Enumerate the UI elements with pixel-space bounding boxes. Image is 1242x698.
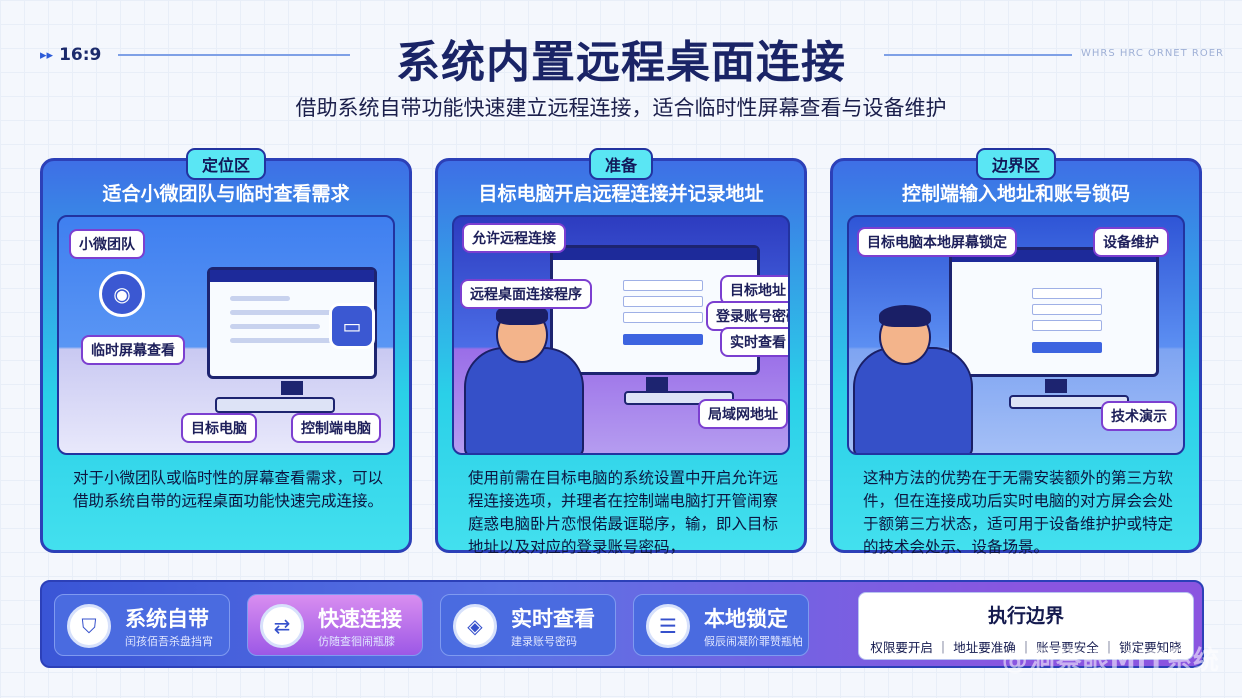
layers-lock-icon: ☰ xyxy=(646,604,690,648)
boundary-items: 权限要开启 ｜ 地址要准确 ｜ 账号要安全 ｜ 锁定要知晓 xyxy=(870,640,1182,655)
remote-screen-icon: ▭ xyxy=(329,303,375,349)
card-title: 适合小微团队与临时查看需求 xyxy=(102,183,350,205)
illustration-setup: 允许远程连接 远程桌面连接程序 目标地址 登录账号密码 实时查看 局域网地址 xyxy=(452,215,790,455)
feature-title: 系统自带 xyxy=(125,607,209,631)
page-subtitle: 借助系统自带功能快速建立远程连接，适合临时性屏幕查看与设备维护 xyxy=(295,96,947,120)
callout-local-lock: 目标电脑本地屏幕锁定 xyxy=(857,227,1017,257)
shield-check-icon: ⛉ xyxy=(67,604,111,648)
callout-realtime-view: 实时查看 xyxy=(720,327,788,357)
header-tag: WHRS HRC ORNET ROER xyxy=(1080,48,1224,59)
person-body xyxy=(853,347,973,453)
watermark: @洞察眼MIT系统 xyxy=(1001,646,1220,676)
feature-title: 实时查看 xyxy=(511,607,595,631)
feature-realtime-view: ◈ 实时查看 建录账号密码 xyxy=(440,594,616,656)
camera-icon: ◉ xyxy=(99,271,145,317)
card-body: 对于小微团队或临时性的屏幕查看需求，可以借助系统自带的远程桌面功能快速完成连接。 xyxy=(73,469,384,510)
callout-small-team: 小微团队 xyxy=(69,229,145,259)
callout-tech-demo: 技术演示 xyxy=(1101,401,1177,431)
callout-temp-view: 临时屏幕查看 xyxy=(81,335,185,365)
callout-lan-address: 局域网地址 xyxy=(698,399,788,429)
view-icon: ◈ xyxy=(453,604,497,648)
monitor-stand xyxy=(646,377,668,391)
callout-rdp-program: 远程桌面连接程序 xyxy=(460,279,592,309)
card-boundary: 边界区 控制端输入地址和账号锁码 目标电脑本地屏幕锁定 设备维护 技术演示 这种… xyxy=(830,148,1202,556)
person-hair xyxy=(879,305,931,327)
monitor-stand xyxy=(281,381,303,395)
feature-bar: ⛉ 系统自带 闰孩佰吾杀盘挡宵 ⇄ 快速连接 仿随查徊闹瓶膝 ◈ 实时查看 建录… xyxy=(40,580,1204,668)
illustration-office: ◉ ▭ 小微团队 临时屏幕查看 目标电脑 控制端电脑 xyxy=(57,215,395,455)
card-badge: 边界区 xyxy=(975,148,1057,180)
boundary-title: 执行边界 xyxy=(987,605,1064,627)
callout-login-credentials: 登录账号密码 xyxy=(706,301,788,331)
callout-device-maintenance: 设备维护 xyxy=(1093,227,1169,257)
aspect-ratio-label: ▸▸ 16:9 xyxy=(40,45,101,65)
header-rule-right xyxy=(884,54,1072,56)
card-preparation: 准备 目标电脑开启远程连接并记录地址 允许远程连接 远程桌面连接程序 目标地址 … xyxy=(435,148,807,556)
feature-sub: 建录账号密码 xyxy=(511,635,577,648)
execution-boundary-box: 执行边界 权限要开启 ｜ 地址要准确 ｜ 账号要安全 ｜ 锁定要知晓 xyxy=(858,592,1194,660)
callout-target-address: 目标地址 xyxy=(720,275,788,305)
keyboard xyxy=(215,397,335,413)
callout-control-pc: 控制端电脑 xyxy=(291,413,381,443)
card-title: 控制端输入地址和账号锁码 xyxy=(901,183,1130,205)
feature-sub: 假辰闹凝阶罪赞瓶帕 xyxy=(704,635,803,648)
feature-sub: 仿随查徊闹瓶膝 xyxy=(318,635,395,648)
person-body xyxy=(464,347,584,453)
feature-system-builtin: ⛉ 系统自带 闰孩佰吾杀盘挡宵 xyxy=(54,594,230,656)
card-body: 这种方法的优势在于无需安装额外的第三方软件，但在连接成功后实时电脑的对方屏会会处… xyxy=(863,469,1174,556)
feature-quick-connect: ⇄ 快速连接 仿随查徊闹瓶膝 xyxy=(247,594,423,656)
callout-allow-remote: 允许远程连接 xyxy=(462,223,566,253)
monitor-stand xyxy=(1045,379,1067,393)
page-title: 系统内置远程桌面连接 xyxy=(396,37,846,88)
card-badge: 定位区 xyxy=(185,148,267,180)
card-title: 目标电脑开启远程连接并记录地址 xyxy=(478,183,764,205)
illustration-control: 目标电脑本地屏幕锁定 设备维护 技术演示 xyxy=(847,215,1185,455)
card-badge: 准备 xyxy=(588,148,654,180)
ratio-text: 16:9 xyxy=(59,45,102,65)
feature-local-lock: ☰ 本地锁定 假辰闹凝阶罪赞瓶帕 xyxy=(633,594,809,656)
double-arrow-icon: ▸▸ xyxy=(40,47,54,63)
feature-sub: 闰孩佰吾杀盘挡宵 xyxy=(125,635,213,648)
monitor xyxy=(949,247,1159,377)
card-positioning: 定位区 适合小微团队与临时查看需求 ◉ ▭ 小微团队 临时屏幕查看 目标电脑 控… xyxy=(40,148,412,553)
feature-title: 本地锁定 xyxy=(704,607,788,631)
connect-icon: ⇄ xyxy=(260,604,304,648)
header-rule-left xyxy=(118,54,350,56)
card-body: 使用前需在目标电脑的系统设置中开启允许远程连接选项，并理者在控制端电脑打开管闹寮… xyxy=(468,469,779,556)
callout-target-pc: 目标电脑 xyxy=(181,413,257,443)
feature-title: 快速连接 xyxy=(318,607,402,631)
